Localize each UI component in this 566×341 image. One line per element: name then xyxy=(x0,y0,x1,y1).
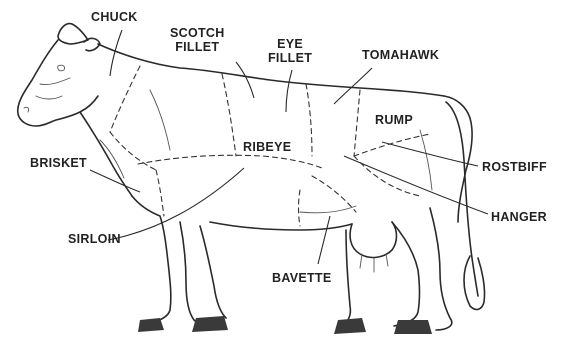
pointer-scotch-fillet xyxy=(236,62,254,98)
cut-line-flank xyxy=(312,176,356,212)
cow-nostril xyxy=(24,107,29,112)
cut-line-rib-back xyxy=(306,84,312,156)
cut-line-chuck xyxy=(110,66,140,132)
label-ribeye: RIBEYE xyxy=(243,140,291,154)
cow-tail-tuft xyxy=(464,256,485,309)
cut-line-round xyxy=(354,156,420,196)
label-eye-fillet-line2: FILLET xyxy=(268,51,312,65)
cut-line-flank-low xyxy=(299,190,301,226)
cow-belly xyxy=(210,222,352,230)
cow-front-leg-1 xyxy=(180,222,222,325)
cut-line-belly xyxy=(156,170,164,216)
label-hanger: HANGER xyxy=(491,210,547,224)
label-eye-fillet: EYE FILLET xyxy=(268,37,312,65)
pointer-bavette xyxy=(318,216,330,264)
cut-line-brisket xyxy=(138,155,322,168)
label-sirloin: SIRLOIN xyxy=(68,232,121,246)
label-scotch-fillet-line1: SCOTCH xyxy=(170,26,225,40)
cow-front-hoof-2 xyxy=(192,316,228,332)
label-tomahawk: TOMAHAWK xyxy=(362,48,439,62)
cow-hind-hoof-1 xyxy=(334,318,366,334)
cut-line-rib-front xyxy=(222,74,236,156)
pointer-hanger xyxy=(344,156,488,214)
cow-head xyxy=(18,40,98,126)
label-scotch-fillet: SCOTCH FILLET xyxy=(170,26,225,54)
cow-dewlap xyxy=(80,112,132,196)
cow-tail xyxy=(446,102,478,296)
label-rump: RUMP xyxy=(375,113,413,127)
label-rostbiff: ROSTBIFF xyxy=(482,160,547,174)
label-bavette: BAVETTE xyxy=(272,271,332,285)
label-eye-fillet-line1: EYE xyxy=(268,37,312,51)
cow-hind-leg-2 xyxy=(430,208,452,330)
cut-line-loin xyxy=(354,90,360,156)
label-chuck: CHUCK xyxy=(91,10,138,24)
pointer-brisket xyxy=(90,170,140,192)
label-brisket: BRISKET xyxy=(30,156,87,170)
label-scotch-fillet-line2: FILLET xyxy=(170,40,225,54)
cow-chest xyxy=(132,196,171,324)
pointer-eye-fillet xyxy=(286,70,292,112)
cow-udder xyxy=(350,222,396,257)
cow-horn xyxy=(58,24,88,44)
cow-front-leg-2 xyxy=(200,226,226,318)
cow-front-hoof-1 xyxy=(138,318,164,332)
cut-line-shoulder xyxy=(110,132,156,170)
cow-eye xyxy=(58,65,65,71)
pointer-sirloin xyxy=(108,168,244,240)
cow-hind-hoof-2 xyxy=(394,320,432,334)
